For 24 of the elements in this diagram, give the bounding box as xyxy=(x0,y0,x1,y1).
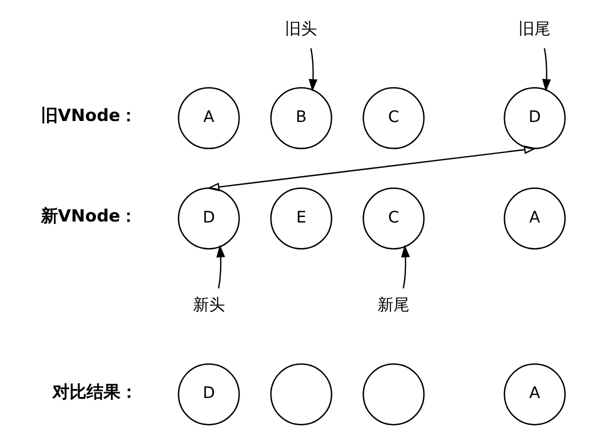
node-circle: E xyxy=(270,188,332,250)
node-circle xyxy=(362,363,424,426)
label: 对比结果： xyxy=(52,381,137,402)
arrow xyxy=(308,48,317,92)
node-text: 旧头 xyxy=(284,18,317,38)
node-circle: D xyxy=(503,87,566,150)
arrow xyxy=(206,145,536,192)
node-circle: A xyxy=(177,87,240,150)
node-circle: C xyxy=(362,188,424,250)
node-text: 旧尾 xyxy=(518,18,550,38)
node-circle: B xyxy=(270,87,332,150)
arrow xyxy=(216,244,225,289)
arrow xyxy=(542,48,550,92)
label: 旧VNode： xyxy=(40,105,137,126)
node-text: 新头 xyxy=(192,295,224,314)
node-text: 新尾 xyxy=(377,295,410,314)
node-circle: D xyxy=(177,363,240,426)
node-circle xyxy=(270,363,332,426)
node-circle: A xyxy=(503,188,566,250)
node-circle: A xyxy=(503,363,566,426)
arrow xyxy=(400,244,410,289)
node-circle: D xyxy=(177,188,240,250)
node-circle: C xyxy=(362,87,424,150)
label: 新VNode： xyxy=(40,206,137,226)
